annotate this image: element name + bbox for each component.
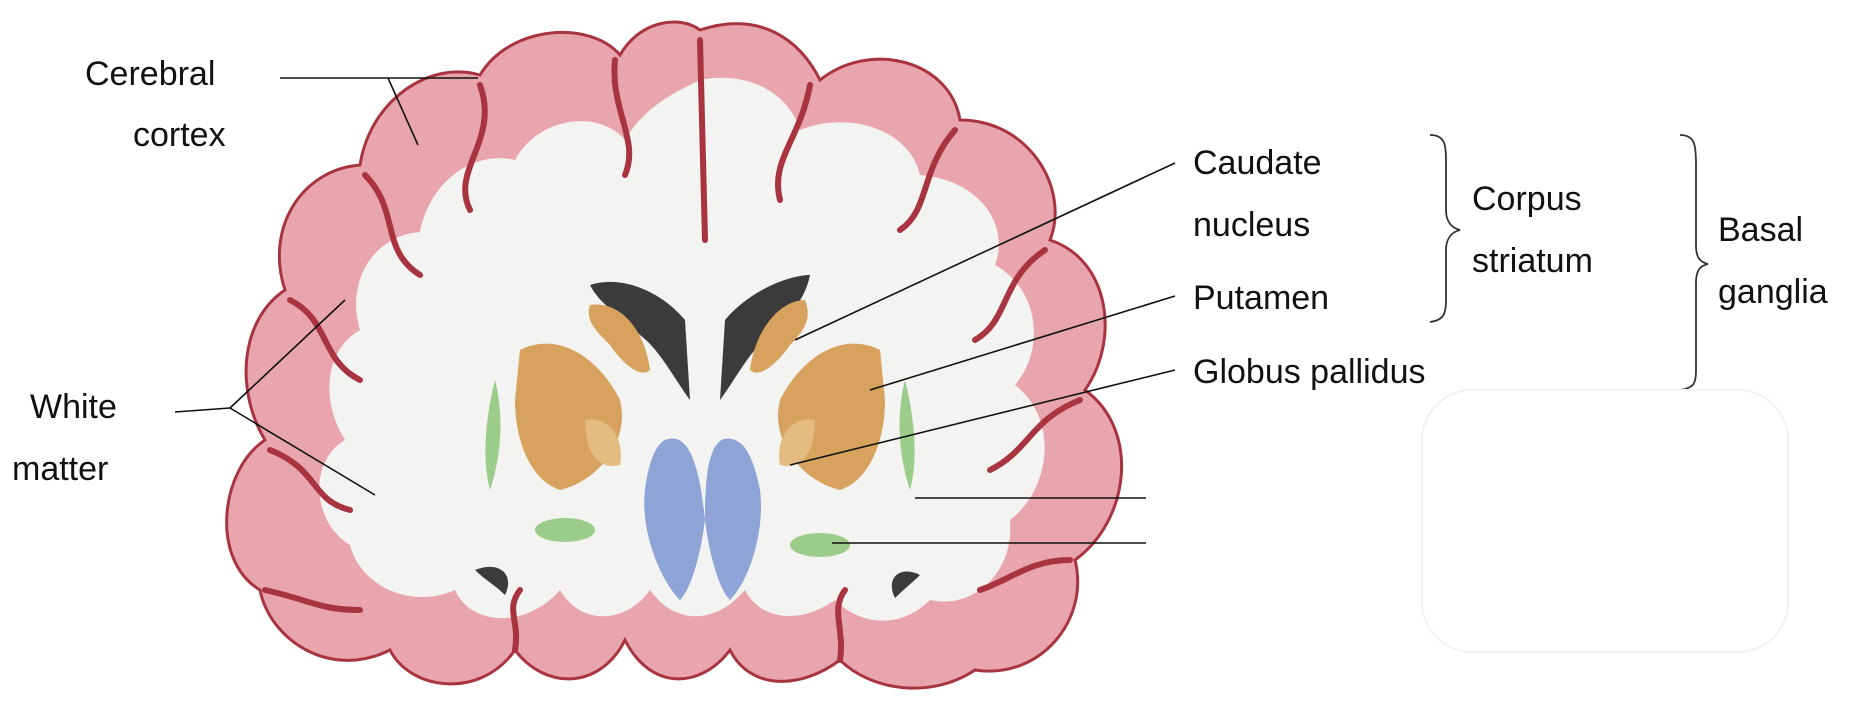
label-cortex-line2: cortex bbox=[133, 118, 226, 152]
label-caudate-line1: Caudate bbox=[1193, 146, 1322, 180]
amygdala-left bbox=[535, 518, 595, 542]
blank-answer-box bbox=[1422, 390, 1788, 652]
label-basal-line1: Basal bbox=[1718, 213, 1803, 247]
label-globus-pallidus: Globus pallidus bbox=[1193, 355, 1425, 389]
label-cerebral-line1: Cerebral bbox=[85, 57, 215, 91]
label-ganglia-line2: ganglia bbox=[1718, 275, 1828, 309]
brace-corpus-striatum bbox=[1430, 135, 1460, 322]
amygdala-right bbox=[790, 533, 850, 557]
leader-white-matter-main bbox=[175, 408, 230, 412]
label-corpus-line1: Corpus bbox=[1472, 182, 1582, 216]
label-matter-line2: matter bbox=[12, 452, 108, 486]
brace-basal-ganglia bbox=[1680, 135, 1708, 390]
label-nucleus-line2: nucleus bbox=[1193, 208, 1310, 242]
label-striatum-line2: striatum bbox=[1472, 244, 1593, 278]
label-white-line1: White bbox=[30, 390, 117, 424]
label-putamen: Putamen bbox=[1193, 281, 1329, 315]
